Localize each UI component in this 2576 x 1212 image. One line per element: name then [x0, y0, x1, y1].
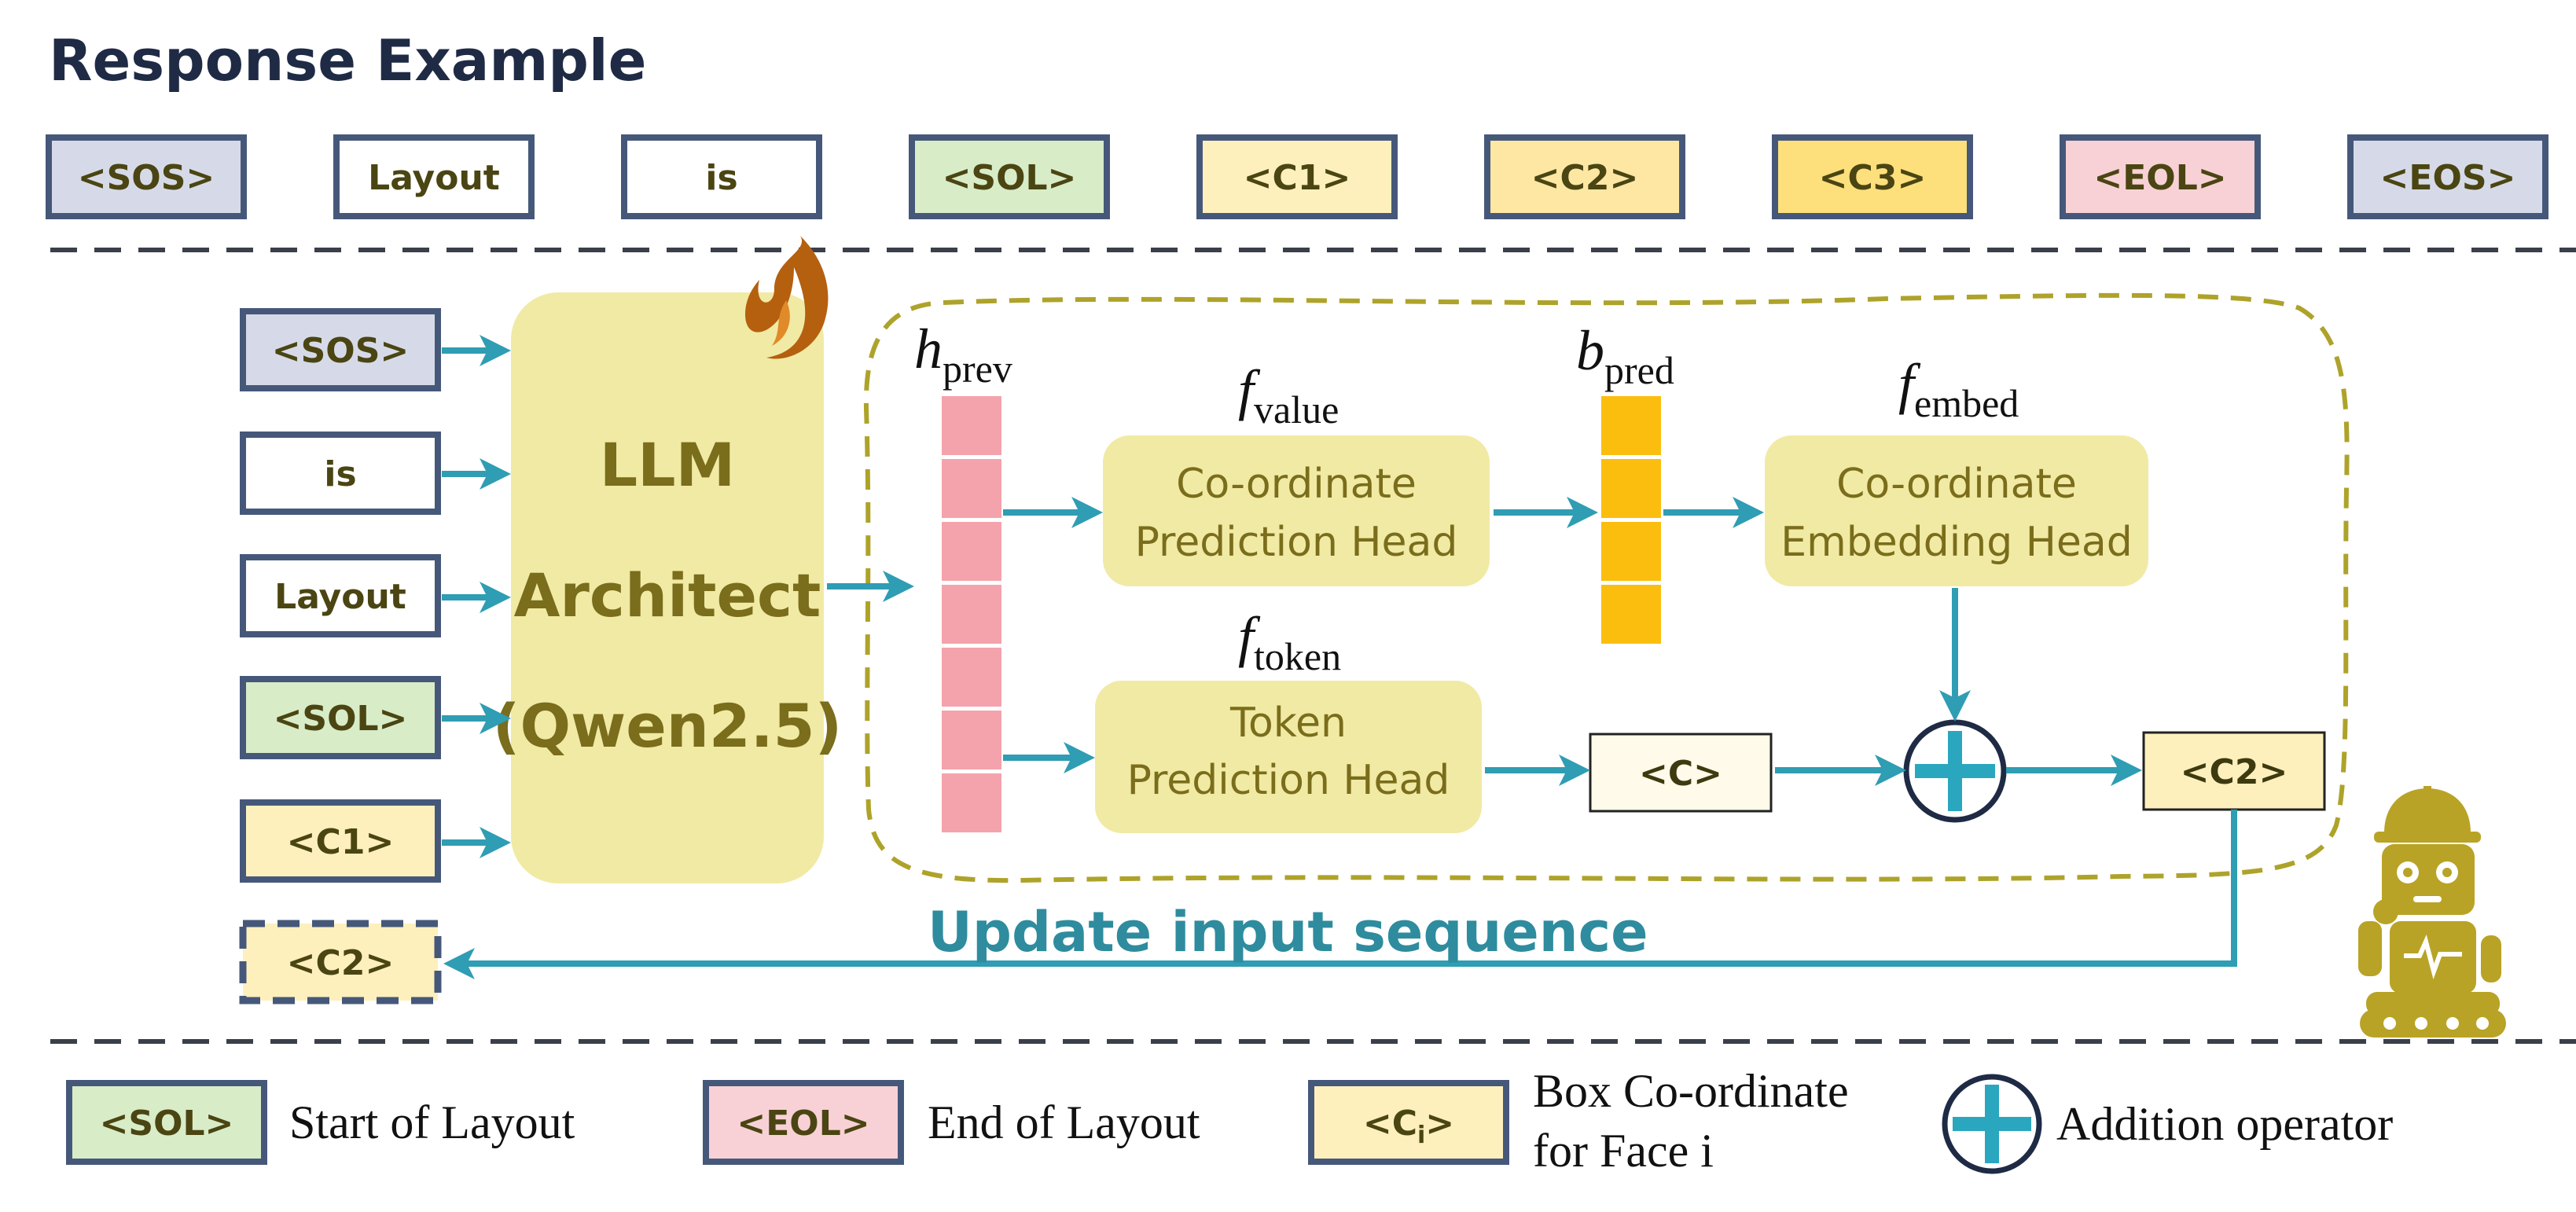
response-token-label: <C2>	[1531, 158, 1639, 198]
coord-pred-line1: Co-ordinate	[1176, 461, 1417, 508]
response-token-label: <EOS>	[2380, 158, 2516, 198]
coordinate-prediction-head: Co-ordinate Prediction Head	[1103, 435, 1490, 586]
response-token-label: <EOL>	[2093, 158, 2226, 198]
input-token: <SOS>	[240, 308, 441, 391]
f-token-symbol: ftoken	[1238, 605, 1341, 678]
hidden-state-cell	[942, 648, 1001, 707]
prediction-box-cell	[1601, 522, 1661, 581]
token-pred-line2: Prediction Head	[1127, 757, 1450, 804]
input-token-label: is	[324, 454, 356, 494]
legend-ci-text-line1: Box Co-ordinate	[1533, 1065, 1849, 1117]
legend-ci-token: <Ci>	[1363, 1104, 1454, 1149]
legend-item-addition: Addition operator	[1942, 1074, 2393, 1174]
response-token: <EOL>	[2060, 134, 2261, 219]
response-token: <SOS>	[46, 134, 247, 219]
robot-icon	[2358, 786, 2506, 1038]
response-token: <C1>	[1196, 134, 1398, 219]
legend-item-eol: <EOL> End of Layout	[703, 1080, 1200, 1165]
fire-icon	[745, 236, 829, 359]
addition-operator-icon	[1903, 719, 2007, 823]
legend-item-coordinate: <Ci> Box Co-ordinate for Face i	[1308, 1065, 1849, 1177]
f-value-symbol: fvalue	[1238, 358, 1339, 432]
b-pred-symbol: bpred	[1576, 319, 1674, 392]
response-token-label: <SOS>	[78, 158, 215, 198]
input-token-label: <SOL>	[274, 699, 408, 739]
coord-embed-line2: Embedding Head	[1780, 519, 2132, 566]
hidden-state-cell	[942, 459, 1001, 518]
response-token-label: <C1>	[1244, 158, 1351, 198]
input-token: is	[240, 432, 441, 515]
legend: <SOL> Start of Layout <EOL> End of Layou…	[66, 1065, 2393, 1177]
input-token: Layout	[240, 554, 441, 637]
input-token-label: <SOS>	[272, 331, 410, 371]
response-token-label: <C3>	[1819, 158, 1927, 198]
response-token: Layout	[333, 134, 535, 219]
c-token-label: <C>	[1639, 754, 1722, 794]
output-token-box: <C2>	[2142, 731, 2326, 811]
response-token-label: is	[705, 158, 737, 198]
legend-eol-token: <EOL>	[737, 1104, 869, 1144]
response-token: is	[621, 134, 822, 219]
input-token-label: Layout	[274, 577, 406, 617]
hidden-state-cell	[942, 522, 1001, 581]
coord-embed-line1: Co-ordinate	[1836, 461, 2077, 508]
token-pred-line1: Token	[1229, 700, 1347, 747]
coordinate-embedding-head: Co-ordinate Embedding Head	[1765, 435, 2148, 586]
legend-eol-text: End of Layout	[928, 1096, 1200, 1148]
llm-label-line3: (Qwen2.5)	[493, 691, 843, 761]
response-token-row: <SOS> Layout is <SOL> <C1> <C2> <C3> <EOL> <EOS>	[46, 134, 2548, 219]
legend-addition-text: Addition operator	[2056, 1098, 2393, 1150]
response-token: <SOL>	[909, 134, 1110, 219]
prediction-box-stack	[1601, 396, 1661, 644]
response-token-label: Layout	[368, 158, 500, 198]
llm-label-line2: Architect	[514, 560, 821, 630]
c-token-box: <C>	[1589, 733, 1773, 813]
input-token: <SOL>	[240, 676, 441, 759]
legend-sol-text: Start of Layout	[289, 1096, 575, 1148]
appended-token-label: <C2>	[287, 943, 395, 983]
update-feedback-arrow	[443, 810, 2237, 979]
prediction-box-cell	[1601, 585, 1661, 644]
head-region-border	[863, 292, 2350, 883]
hidden-state-stack	[942, 396, 1001, 832]
head-arrows	[1003, 497, 2142, 786]
input-token: <C1>	[240, 799, 441, 883]
input-arrows	[442, 335, 511, 858]
llm-architect-box: LLM Architect (Qwen2.5)	[493, 292, 843, 883]
output-token-label: <C2>	[2181, 752, 2288, 792]
legend-ci-text-line2: for Face i	[1533, 1125, 1714, 1177]
input-token-label: <C1>	[287, 822, 395, 862]
diagram-title: Response Example	[49, 28, 646, 94]
response-token: <EOS>	[2347, 134, 2548, 219]
hidden-state-cell	[942, 711, 1001, 769]
response-token: <C2>	[1484, 134, 1685, 219]
response-token: <C3>	[1772, 134, 1973, 219]
legend-item-sol: <SOL> Start of Layout	[66, 1080, 575, 1165]
h-prev-symbol: hprev	[914, 318, 1012, 391]
hidden-state-cell	[942, 396, 1001, 455]
hidden-state-cell	[942, 773, 1001, 832]
f-embed-symbol: fembed	[1898, 352, 2019, 425]
prediction-box-cell	[1601, 396, 1661, 455]
update-sequence-label: Update input sequence	[928, 900, 1648, 964]
legend-sol-token: <SOL>	[100, 1104, 234, 1144]
response-token-label: <SOL>	[943, 158, 1077, 198]
coord-pred-line2: Prediction Head	[1135, 519, 1458, 566]
prediction-box-cell	[1601, 459, 1661, 518]
hidden-state-cell	[942, 585, 1001, 644]
llm-label-line1: LLM	[600, 430, 735, 500]
appended-token: <C2>	[239, 920, 442, 1004]
token-prediction-head: Token Prediction Head	[1095, 681, 1482, 833]
